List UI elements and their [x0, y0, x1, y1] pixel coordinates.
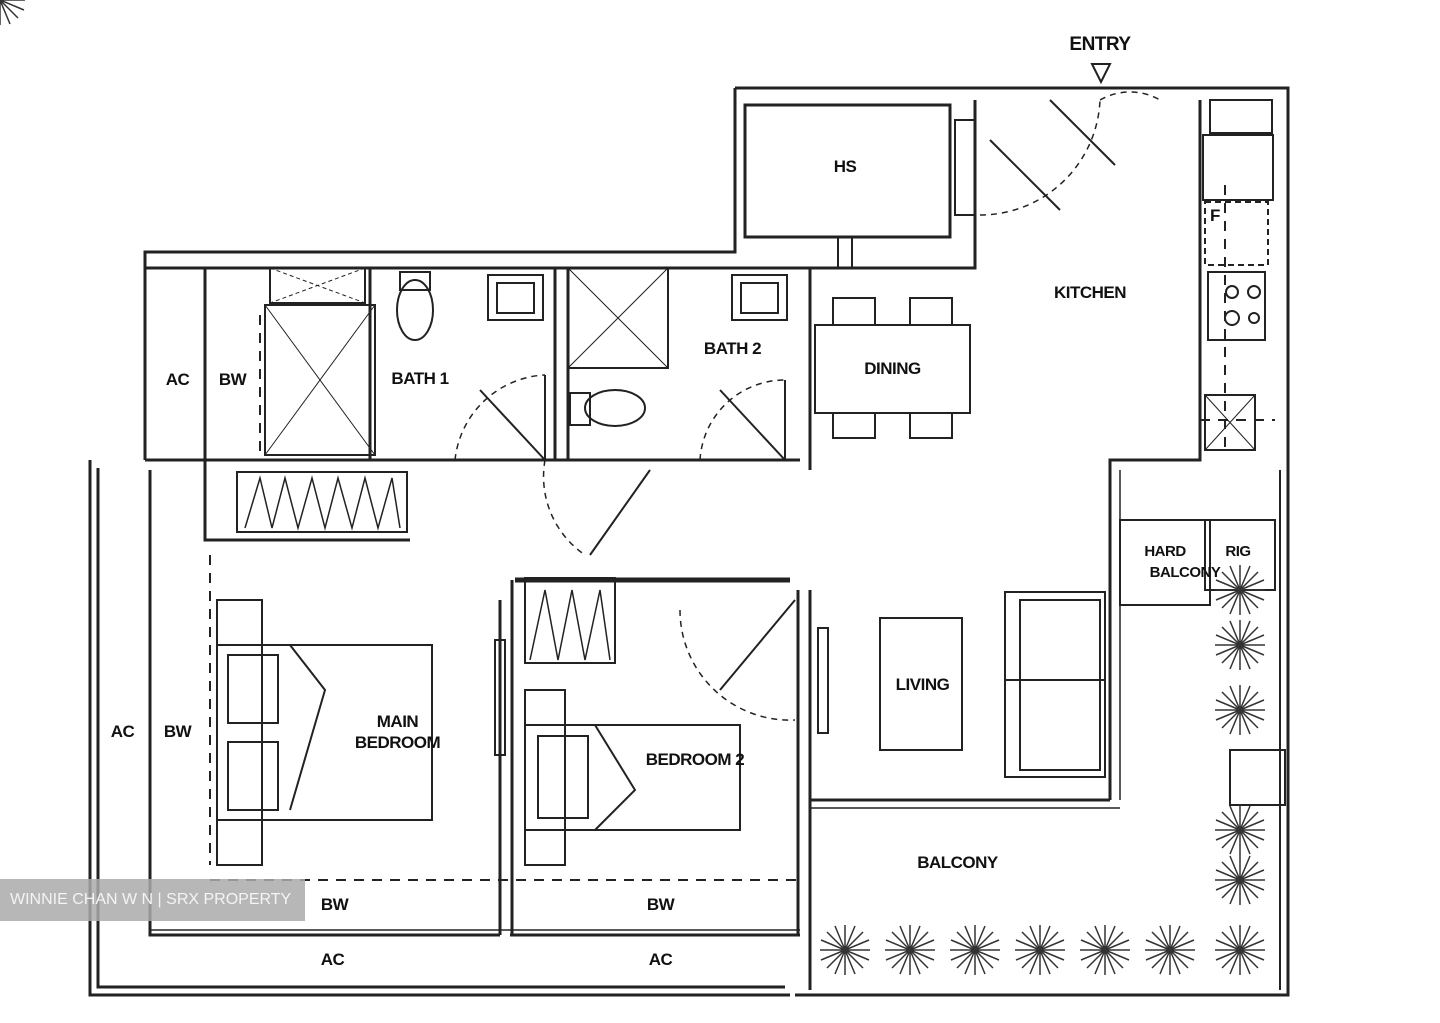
- watermark: WINNIE CHAN W N | SRX PROPERTY: [0, 879, 305, 921]
- room-label-hard-balcony-1: HARD: [1144, 543, 1186, 560]
- room-label-hard-balcony-2: BALCONY: [1149, 564, 1221, 581]
- entry-label: ENTRY: [1069, 34, 1131, 55]
- fridge-label: F: [1210, 206, 1220, 225]
- room-label-balcony: BALCONY: [917, 853, 998, 872]
- room-label-rig: RIG: [1225, 543, 1251, 560]
- room-label-dining: DINING: [864, 359, 921, 378]
- room-label-kitchen: KITCHEN: [1053, 283, 1127, 302]
- room-label-bedroom2: BEDROOM 2: [645, 750, 745, 769]
- room-label-bath1: BATH 1: [391, 369, 449, 388]
- bw-label: BW: [163, 722, 192, 741]
- bw-label: BW: [218, 370, 247, 389]
- room-label-main-bedroom-2: BEDROOM: [354, 733, 441, 752]
- bw-label: BW: [320, 895, 349, 914]
- ac-label: AC: [110, 722, 135, 741]
- room-label-hs: HS: [833, 157, 857, 176]
- ac-label: AC: [320, 950, 345, 969]
- entry-arrow-icon: [1090, 63, 1112, 85]
- room-label-living: LIVING: [895, 675, 950, 694]
- bw-label: BW: [646, 895, 675, 914]
- room-label-main-bedroom-1: MAIN: [376, 712, 419, 731]
- room-label-bath2: BATH 2: [703, 339, 762, 358]
- ac-label: AC: [165, 370, 190, 389]
- ac-label: AC: [648, 950, 673, 969]
